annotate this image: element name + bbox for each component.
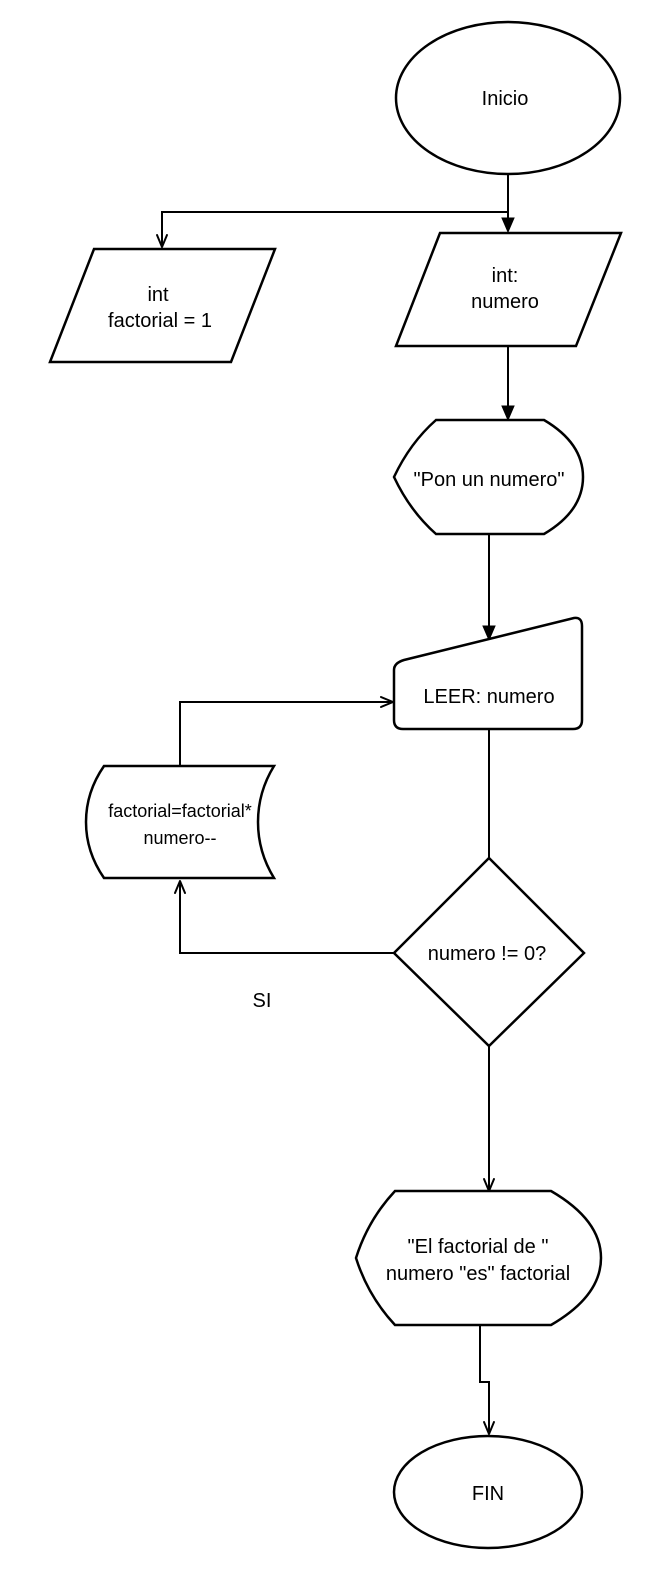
arrowhead-factorial <box>156 234 168 248</box>
node-output-line-2: numero "es" factorial <box>386 1263 570 1285</box>
node-prompt-label: "Pon un numero" <box>414 469 565 491</box>
node-decl-numero-line-1: int: <box>492 265 519 287</box>
node-output-line-1: "El factorial de " <box>408 1236 549 1258</box>
node-end-label: FIN <box>472 1483 504 1505</box>
node-read-label: LEER: numero <box>423 686 554 708</box>
arrowhead-numero <box>501 217 515 234</box>
edge-loop-to-read <box>179 701 392 766</box>
node-end: FIN <box>392 1434 584 1550</box>
node-decl-numero-line-2: numero <box>471 291 539 313</box>
node-loop-body-line-1: factorial=factorial* <box>108 801 252 821</box>
edge-output-to-end <box>479 1326 490 1433</box>
edge-label-si: SI <box>253 990 272 1012</box>
arrowhead-end <box>483 1421 495 1435</box>
node-decl-factorial: int factorial = 1 <box>48 247 277 364</box>
node-loop-body: factorial=factorial* numero-- <box>84 764 277 880</box>
node-read: LEER: numero <box>392 616 584 731</box>
node-decl-factorial-line-2: factorial = 1 <box>108 310 212 332</box>
arrowhead-read <box>482 625 496 642</box>
node-decl-numero: int: numero <box>394 231 623 348</box>
node-prompt: "Pon un numero" <box>392 418 585 536</box>
node-decision: numero != 0? <box>392 856 586 1048</box>
arrowhead-prompt <box>501 405 515 422</box>
node-decision-label: numero != 0? <box>428 943 546 965</box>
node-decl-factorial-line-1: int <box>147 284 169 306</box>
node-output: "El factorial de " numero "es" factorial <box>354 1189 603 1327</box>
node-start: Inicio <box>394 20 622 176</box>
arrowhead-loop <box>174 880 186 894</box>
node-start-label: Inicio <box>482 88 529 110</box>
edge-decision-to-loop <box>179 882 394 954</box>
edge-start-to-factorial <box>161 211 508 245</box>
node-loop-body-line-2: numero-- <box>143 828 216 848</box>
